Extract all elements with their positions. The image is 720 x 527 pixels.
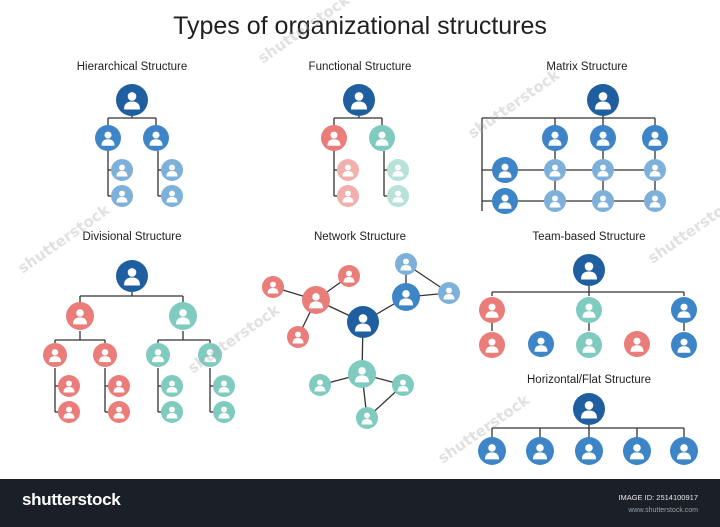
person-icon — [348, 360, 376, 388]
person-icon — [111, 159, 133, 181]
person-icon — [343, 84, 375, 116]
person-nodes — [43, 84, 698, 465]
person-icon — [544, 190, 566, 212]
person-icon — [573, 393, 605, 425]
footer-bar: shutterstock IMAGE ID: 2514100917 www.sh… — [0, 479, 720, 527]
person-icon — [161, 375, 183, 397]
person-icon — [93, 343, 117, 367]
person-icon — [624, 331, 650, 357]
person-icon — [592, 159, 614, 181]
image-id: IMAGE ID: 2514100917 — [618, 493, 698, 502]
person-icon — [309, 374, 331, 396]
person-icon — [58, 375, 80, 397]
person-icon — [337, 185, 359, 207]
person-icon — [526, 437, 554, 465]
person-icon — [116, 260, 148, 292]
person-icon — [670, 437, 698, 465]
person-icon — [644, 190, 666, 212]
person-icon — [438, 282, 460, 304]
person-icon — [321, 125, 347, 151]
person-icon — [387, 159, 409, 181]
person-icon — [573, 254, 605, 286]
person-icon — [161, 401, 183, 423]
person-icon — [592, 190, 614, 212]
person-icon — [387, 185, 409, 207]
person-icon — [161, 185, 183, 207]
person-icon — [590, 125, 616, 151]
person-icon — [347, 306, 379, 338]
person-icon — [479, 332, 505, 358]
person-icon — [338, 265, 360, 287]
shutterstock-logo: shutterstock — [22, 490, 121, 509]
person-icon — [302, 286, 330, 314]
person-icon — [198, 343, 222, 367]
site-url: www.shutterstock.com — [628, 507, 698, 514]
person-icon — [542, 125, 568, 151]
functional-title: Functional Structure — [308, 61, 412, 73]
person-icon — [116, 84, 148, 116]
person-icon — [544, 159, 566, 181]
person-icon — [576, 332, 602, 358]
person-icon — [671, 297, 697, 323]
person-icon — [479, 297, 505, 323]
person-icon — [528, 331, 554, 357]
hierarchical-title: Hierarchical Structure — [76, 61, 188, 73]
page-title: Types of organizational structures — [173, 12, 547, 40]
person-icon — [111, 185, 133, 207]
org-structures-diagram — [43, 84, 698, 465]
person-icon — [392, 374, 414, 396]
person-icon — [66, 302, 94, 330]
person-icon — [58, 401, 80, 423]
person-icon — [337, 159, 359, 181]
person-icon — [671, 332, 697, 358]
person-icon — [161, 159, 183, 181]
person-icon — [108, 375, 130, 397]
person-icon — [492, 188, 518, 214]
person-icon — [575, 437, 603, 465]
person-icon — [213, 375, 235, 397]
person-icon — [478, 437, 506, 465]
person-icon — [262, 276, 284, 298]
person-icon — [143, 125, 169, 151]
network-title: Network Structure — [313, 231, 407, 243]
person-icon — [169, 302, 197, 330]
person-icon — [395, 253, 417, 275]
person-icon — [392, 283, 420, 311]
person-icon — [95, 125, 121, 151]
person-icon — [213, 401, 235, 423]
person-icon — [146, 343, 170, 367]
person-icon — [108, 401, 130, 423]
person-icon — [576, 297, 602, 323]
team-title: Team-based Structure — [532, 231, 646, 243]
matrix-title: Matrix Structure — [546, 61, 628, 73]
person-icon — [43, 343, 67, 367]
person-icon — [642, 125, 668, 151]
person-icon — [492, 157, 518, 183]
person-icon — [623, 437, 651, 465]
person-icon — [356, 407, 378, 429]
flat-title: Horizontal/Flat Structure — [527, 374, 651, 386]
person-icon — [644, 159, 666, 181]
divisional-title: Divisional Structure — [82, 231, 182, 243]
person-icon — [587, 84, 619, 116]
person-icon — [369, 125, 395, 151]
person-icon — [287, 326, 309, 348]
